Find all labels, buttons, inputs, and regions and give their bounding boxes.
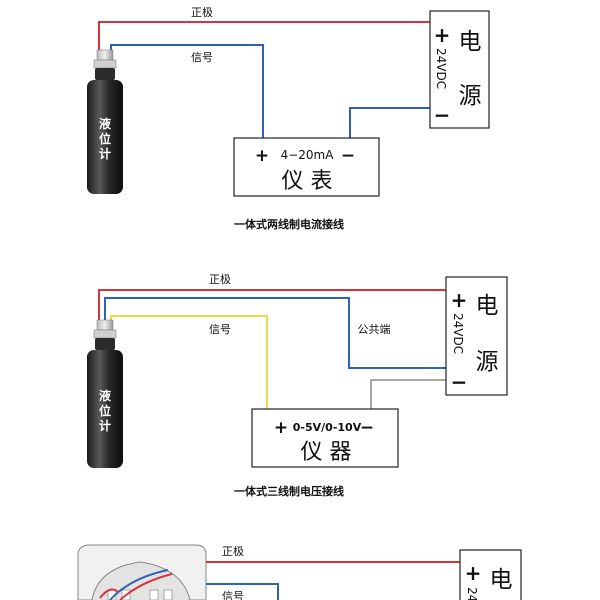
diagram-1-caption: 一体式两线制电流接线 bbox=[234, 217, 344, 231]
sensor-label-char-3: 计 bbox=[99, 146, 111, 161]
sensor-label-char-1: 液 bbox=[99, 116, 111, 131]
psu-title-char-2: 源 bbox=[476, 349, 499, 375]
positive-wire-label: 正极 bbox=[191, 5, 213, 19]
psu-title-char-1: 电 bbox=[476, 293, 499, 319]
psu-plus-sign: + bbox=[434, 23, 451, 47]
signal-wire bbox=[110, 315, 268, 409]
psu-minus-sign: − bbox=[451, 370, 468, 394]
psu-minus-sign: − bbox=[434, 103, 451, 127]
psu-title-char-1: 电 bbox=[490, 567, 513, 593]
sensor-label-char-3: 计 bbox=[99, 418, 111, 433]
sensor-label-char-2: 位 bbox=[99, 131, 111, 146]
psu-title-char-1: 电 bbox=[459, 29, 482, 55]
liquid-level-sensor: 液 位 计 bbox=[87, 319, 123, 468]
liquid-level-sensor: 液 位 计 bbox=[87, 49, 123, 194]
diagram-three-wire-voltage: 正极 信号 公共端 液 位 计 + 电 源 24VDC − + 0-5V/0-1… bbox=[87, 272, 508, 498]
signal-wire-label: 信号 bbox=[209, 323, 231, 336]
instrument-label: 仪 器 bbox=[301, 440, 352, 465]
meter-plus-sign: + bbox=[274, 418, 288, 438]
meter-plus-sign: + bbox=[255, 146, 269, 166]
psu-voltage-label: 24 bbox=[465, 587, 479, 600]
power-supply-box: + 电 24 bbox=[459, 549, 522, 600]
psu-plus-sign: + bbox=[465, 561, 482, 585]
diagram-split-type-partial: 正极 信号 + 电 24 bbox=[77, 544, 522, 600]
signal-wire bbox=[206, 583, 279, 600]
meter-minus-sign: − bbox=[360, 418, 374, 438]
meter-range-label: 0-5V/0-10V bbox=[293, 421, 362, 434]
positive-wire-label: 正极 bbox=[209, 272, 231, 286]
psu-voltage-label: 24VDC bbox=[434, 48, 448, 89]
psu-plus-sign: + bbox=[451, 288, 468, 312]
power-supply-box: + 电 源 24VDC − bbox=[429, 10, 490, 129]
meter-box: + 4−20mA − 仪 表 bbox=[233, 137, 380, 197]
return-wire bbox=[370, 379, 446, 409]
positive-wire bbox=[98, 21, 430, 52]
positive-wire bbox=[98, 289, 446, 322]
positive-wire-label: 正极 bbox=[222, 544, 244, 558]
signal-wire-label: 信号 bbox=[191, 51, 213, 64]
common-wire-label: 公共端 bbox=[358, 323, 391, 336]
return-wire bbox=[349, 107, 430, 138]
signal-wire-label: 信号 bbox=[222, 590, 244, 600]
connector-housing bbox=[77, 544, 207, 600]
diagram-two-wire-current: 正极 信号 液 位 计 + 电 源 24VDC − + 4−20mA − 仪 bbox=[87, 5, 490, 231]
sensor-label-char-2: 位 bbox=[99, 403, 111, 418]
psu-voltage-label: 24VDC bbox=[451, 313, 465, 354]
diagram-2-caption: 一体式三线制电压接线 bbox=[234, 484, 344, 498]
psu-title-char-2: 源 bbox=[459, 83, 482, 109]
meter-minus-sign: − bbox=[341, 146, 355, 166]
meter-range-label: 4−20mA bbox=[281, 148, 335, 162]
signal-wire bbox=[110, 44, 264, 138]
instrument-box: + 0-5V/0-10V − 仪 器 bbox=[251, 408, 399, 468]
meter-label: 仪 表 bbox=[282, 169, 333, 194]
common-wire bbox=[104, 297, 446, 369]
sensor-label-char-1: 液 bbox=[99, 388, 111, 403]
power-supply-box: + 电 源 24VDC − bbox=[445, 276, 508, 396]
